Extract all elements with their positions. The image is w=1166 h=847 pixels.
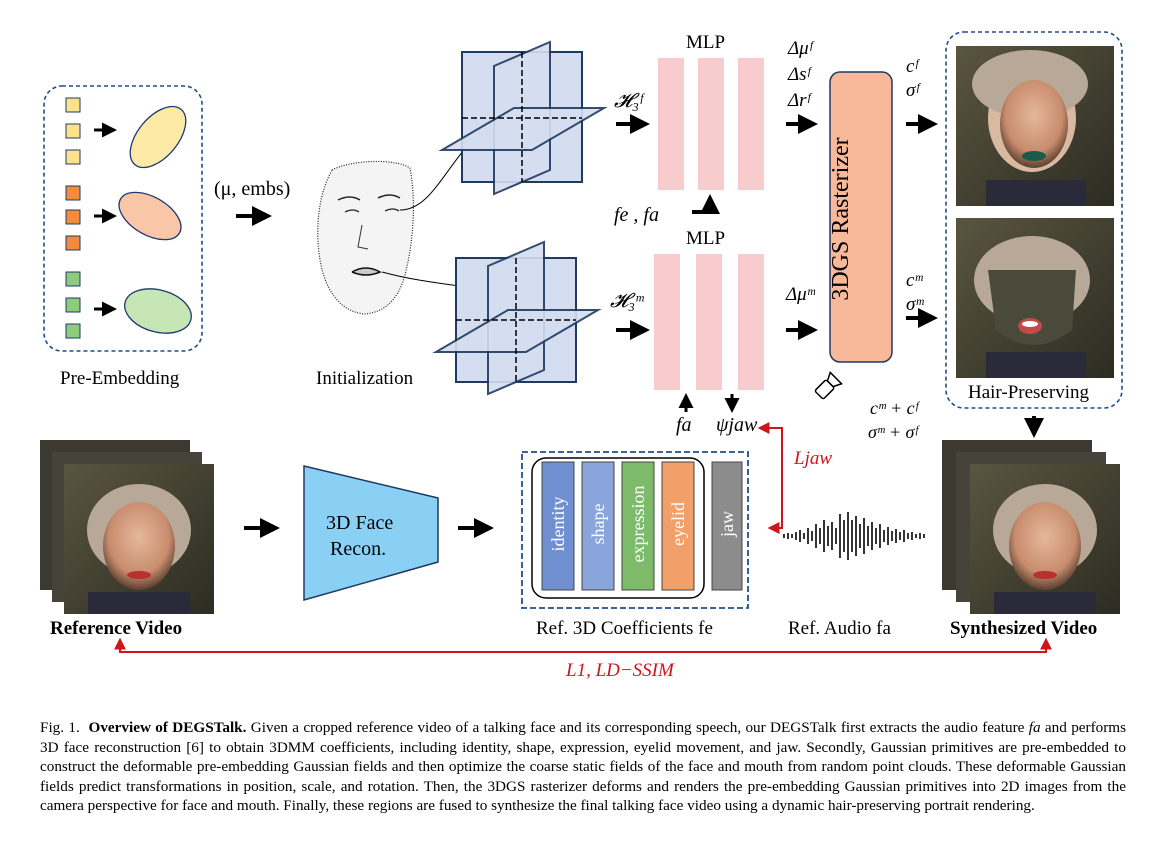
face-inputs-label: fe , fa xyxy=(614,204,659,226)
figure-caption: Fig. 1. Overview of DEGSTalk. Given a cr… xyxy=(40,718,1126,816)
c-face-label: cᶠ xyxy=(906,56,918,77)
face-recon-trapezoid xyxy=(303,465,439,601)
mouth-input-fa: fa xyxy=(676,414,692,436)
mouth-feature-label: 𝓗₃ᵐ xyxy=(610,290,644,312)
hair-preserving-label: Hair-Preserving xyxy=(968,382,1089,403)
delta-r-face: Δrᶠ xyxy=(788,90,810,111)
caption-feature-symbol: fa xyxy=(1028,719,1041,736)
face-recon-line1: 3D Face xyxy=(326,512,394,534)
diagram-svg xyxy=(40,31,1123,653)
gaussian-ellipse-green xyxy=(124,288,192,334)
rendered-face-image xyxy=(956,46,1114,206)
coefficients-box xyxy=(521,451,749,609)
pre-embedding-group xyxy=(43,85,203,352)
caption-text-a: Given a cropped reference video of a tal… xyxy=(250,719,1025,736)
face-feature-label: 𝓗₃ᶠ xyxy=(614,90,643,112)
loss-total-label: L1, LD−SSIM xyxy=(566,660,674,681)
diagram-canvas xyxy=(40,31,1123,653)
gaussian-ellipse-orange xyxy=(118,191,182,241)
coef-expression-label: expression xyxy=(628,485,648,563)
coef-shape-label: shape xyxy=(588,503,608,545)
caption-title: Overview of DEGSTalk. xyxy=(88,719,247,736)
triplane-mouth xyxy=(432,240,602,396)
face-recon-line2: Recon. xyxy=(330,538,387,560)
rendered-mouth-image xyxy=(956,218,1114,378)
sigma-face-label: σᶠ xyxy=(906,80,919,101)
c-mouth-label: cᵐ xyxy=(906,270,923,291)
sigma-mouth-label: σᵐ xyxy=(906,294,924,315)
pre-embedding-label: Pre-Embedding xyxy=(60,368,180,389)
initialization-label: Initialization xyxy=(316,368,414,389)
mlp-face xyxy=(658,58,764,214)
coef-expression-bar xyxy=(621,461,655,591)
triplane-face xyxy=(438,40,608,196)
mlp-mouth-label: MLP xyxy=(686,228,726,249)
coef-identity-bar xyxy=(541,461,575,591)
hair-preserving-box xyxy=(945,31,1123,409)
mouth-input-psi: ψjaw xyxy=(716,414,758,436)
rasterizer-box xyxy=(829,71,893,363)
audio-waveform xyxy=(783,512,925,560)
gaussian-ellipse-yellow xyxy=(129,105,187,169)
rasterizer-label: 3DGS Rasterizer xyxy=(828,137,854,301)
coef-jaw-bar xyxy=(711,461,743,591)
camera-icon xyxy=(814,371,843,400)
caption-text-b: and performs 3D face reconstruction [6] … xyxy=(40,719,1127,814)
audio-label: Ref. Audio fa xyxy=(788,618,891,639)
coef-shape-bar xyxy=(581,461,615,591)
mlp-mouth xyxy=(654,254,764,413)
reference-video-label: Reference Video xyxy=(50,618,183,639)
coef-jaw-label: jaw xyxy=(717,511,737,537)
reference-video-stack xyxy=(40,440,214,614)
delta-mu-face: Δμᶠ xyxy=(788,38,812,59)
coefficients-label: Ref. 3D Coefficients fe xyxy=(536,618,713,639)
fused-sigma-label: σᵐ + σᶠ xyxy=(868,422,918,442)
fused-c-label: cᵐ + cᶠ xyxy=(870,398,918,418)
init-input-label: (μ, embs) xyxy=(214,178,291,200)
coef-eyelid-bar xyxy=(661,461,695,591)
point-cloud-face xyxy=(317,91,527,315)
coef-identity-label: identity xyxy=(548,496,568,552)
synthesized-video-stack xyxy=(942,440,1120,614)
delta-s-face: Δsᶠ xyxy=(788,64,810,85)
synthesized-video-label: Synthesized Video xyxy=(950,618,1098,639)
coef-eyelid-label: eyelid xyxy=(668,502,688,546)
delta-mu-mouth: Δμᵐ xyxy=(786,284,815,305)
loss-jaw-label: Ljaw xyxy=(794,448,833,469)
mlp-face-label: MLP xyxy=(686,32,726,53)
caption-fig-no: Fig. 1. xyxy=(40,719,80,736)
